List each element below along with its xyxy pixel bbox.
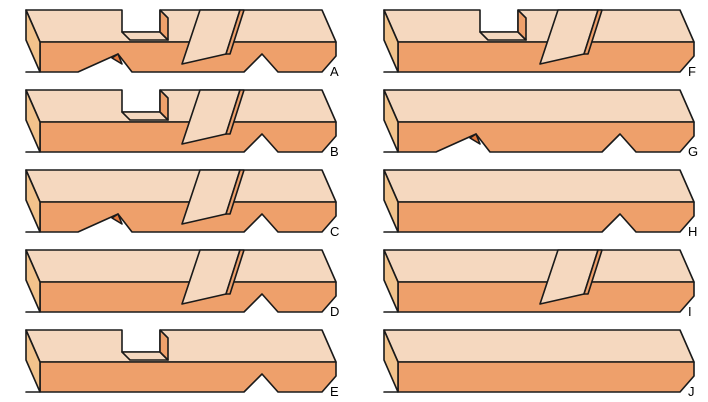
figure-label: G <box>688 144 698 159</box>
diagonal-cut-edge <box>225 89 245 135</box>
beam-front-face <box>383 281 695 313</box>
beam-top-face <box>25 9 337 43</box>
beam-top-face <box>25 169 337 203</box>
figure-label: J <box>688 384 695 399</box>
beam-end-face <box>383 329 399 393</box>
beam-front-face <box>383 361 695 393</box>
diagonal-cut-edge <box>583 9 603 55</box>
left-v-notch-shadow <box>111 53 123 65</box>
beam-end-face <box>383 169 399 233</box>
beam-figure-i: I <box>383 249 695 319</box>
figure-label: B <box>330 144 339 159</box>
beam-end-face <box>383 249 399 313</box>
beam-end-face <box>383 89 399 153</box>
beam-figure-h: H <box>383 169 697 239</box>
figure-label: I <box>688 304 692 319</box>
beam-figure-d: D <box>25 249 339 319</box>
top-notch-wall <box>517 9 527 41</box>
beam-top-face <box>383 329 695 363</box>
diagonal-cut-edge <box>225 9 245 55</box>
figure-label: A <box>330 64 339 79</box>
beam-front-face <box>383 121 695 153</box>
figure-label: E <box>330 384 339 399</box>
beam-top-face <box>383 9 695 43</box>
top-notch-wall <box>159 89 169 121</box>
beam-end-face <box>25 169 41 233</box>
beam-figure-a: A <box>25 9 339 79</box>
beam-front-face <box>25 41 337 73</box>
beam-end-face <box>25 329 41 393</box>
beam-front-face <box>25 201 337 233</box>
beam-top-face <box>383 249 695 283</box>
top-notch-wall <box>159 329 169 361</box>
figure-label: C <box>330 224 339 239</box>
beam-top-face <box>25 249 337 283</box>
beam-front-face <box>25 121 337 153</box>
diagonal-cut-edge <box>225 249 245 295</box>
figure-label: F <box>688 64 696 79</box>
figure-label: H <box>688 224 697 239</box>
beam-front-face <box>383 201 695 233</box>
beam-figure-g: G <box>383 89 698 159</box>
top-notch-wall <box>159 9 169 41</box>
beam-top-face <box>383 169 695 203</box>
beam-end-face <box>25 89 41 153</box>
beam-front-face <box>383 41 695 73</box>
beam-end-face <box>25 9 41 73</box>
beam-figure-e: E <box>25 329 339 399</box>
beam-top-face <box>25 329 337 363</box>
beam-top-face <box>383 89 695 123</box>
beam-front-face <box>25 281 337 313</box>
diagonal-cut-edge <box>583 249 603 295</box>
beam-figure-c: C <box>25 169 339 239</box>
left-v-notch-shadow <box>111 213 123 225</box>
beam-figure-j: J <box>383 329 695 399</box>
beam-end-face <box>383 9 399 73</box>
beam-front-face <box>25 361 337 393</box>
left-v-notch-shadow <box>469 133 481 145</box>
beam-top-face <box>25 89 337 123</box>
diagonal-cut-edge <box>225 169 245 215</box>
beam-figure-b: B <box>25 89 339 159</box>
beam-figure-f: F <box>383 9 696 79</box>
beam-end-face <box>25 249 41 313</box>
figure-label: D <box>330 304 339 319</box>
